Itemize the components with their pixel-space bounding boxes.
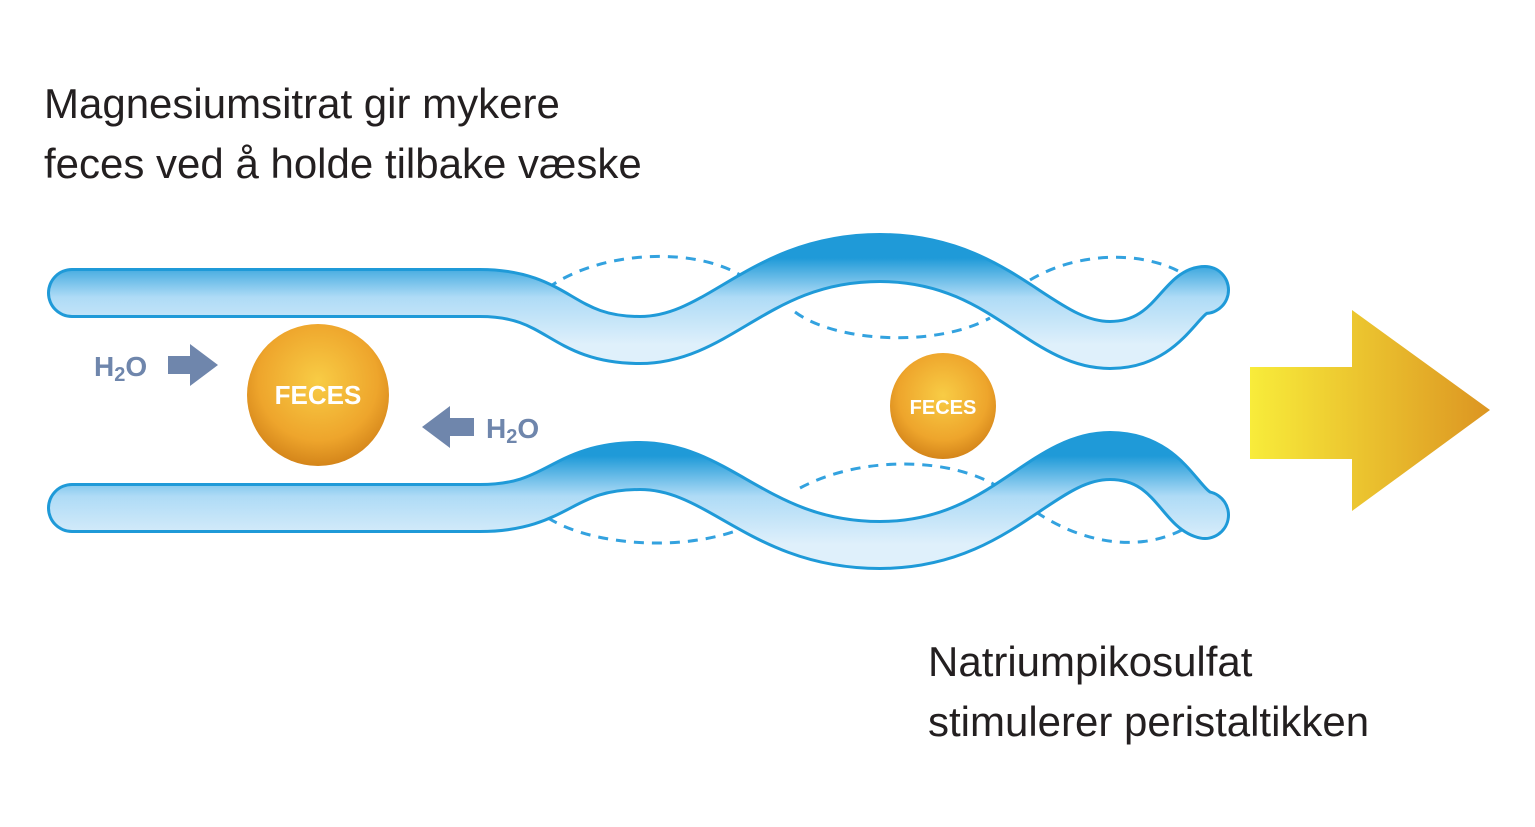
bottom-caption-line-1: Natriumpikosulfat — [928, 638, 1253, 685]
dashed-contour-bottom-3 — [1035, 510, 1193, 544]
feces-label-large: FECES — [275, 380, 362, 410]
water-label-left: H2O — [94, 351, 147, 386]
top-caption: Magnesiumsitrat gir mykere feces ved å h… — [44, 74, 642, 194]
dashed-contour-top-3 — [1029, 255, 1191, 282]
bottom-caption-line-2: stimulerer peristaltikken — [928, 698, 1370, 745]
feces-ball-small: FECES — [890, 353, 996, 459]
dashed-contour-bottom-2 — [799, 462, 1001, 490]
water-label-right: H2O — [486, 413, 539, 448]
feces-label-small: FECES — [910, 397, 977, 419]
big-arrow-right-icon — [1250, 310, 1490, 511]
peristalsis-dashed-contours — [547, 254, 1193, 545]
water-inflow-left: H2O — [94, 344, 218, 386]
water-inflow-right: H2O — [422, 406, 539, 448]
arrow-right-icon — [168, 344, 218, 386]
bottom-caption: Natriumpikosulfat stimulerer peristaltik… — [928, 632, 1369, 752]
dashed-contour-top-2 — [794, 310, 991, 340]
intestine-wall-top — [47, 233, 1230, 370]
dashed-contour-bottom-1 — [547, 516, 761, 545]
top-caption-line-1: Magnesiumsitrat gir mykere — [44, 80, 560, 127]
top-caption-line-2: feces ved å holde tilbake væske — [44, 140, 642, 187]
intestine-wall-bottom — [47, 431, 1230, 570]
arrow-left-icon — [422, 406, 474, 448]
dashed-contour-top-1 — [547, 254, 749, 290]
feces-ball-large: FECES — [247, 324, 389, 466]
